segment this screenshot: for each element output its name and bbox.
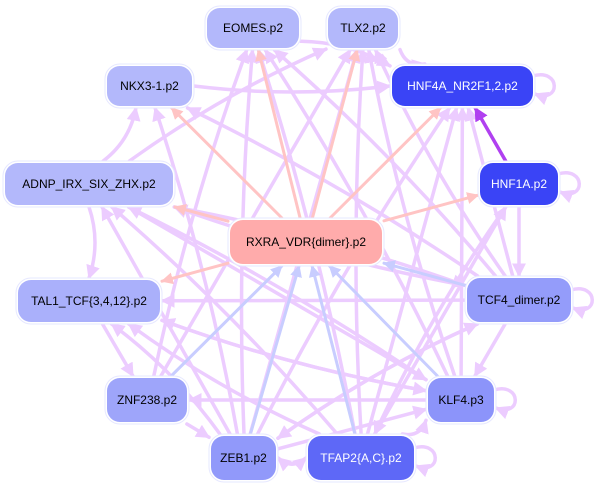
edge-tfap2-to-klf4 [400, 418, 429, 437]
node-rxra[interactable]: RXRA_VDR{dimer}.p2 [227, 217, 385, 267]
edge-tcf4-to-rxra [382, 260, 467, 287]
edge-tcf4-to-zeb1 [276, 322, 479, 440]
edge-zeb1-to-tal1 [109, 322, 222, 436]
edge-znf238-to-zeb1 [185, 422, 211, 440]
edge-hnf1a-to-hnf1a [556, 171, 581, 204]
edge-hnf1a-to-tfap2 [373, 205, 508, 436]
edge-tlx2-to-hnf4a [398, 47, 427, 74]
edge-adnp-to-nkx3 [101, 106, 141, 163]
edge-rxra-to-hnf4a [328, 106, 442, 220]
node-eomes[interactable]: EOMES.p2 [204, 5, 302, 51]
node-label: ZNF238.p2 [117, 393, 177, 407]
edge-tfap2-to-rxra [308, 264, 357, 436]
node-nkx3[interactable]: NKX3-1.p2 [104, 63, 195, 109]
edge-znf238-to-tlx2 [159, 48, 352, 378]
edge-adnp-to-tlx2 [127, 47, 328, 163]
edge-zeb1-to-hnf4a [255, 106, 452, 436]
node-box [5, 163, 173, 205]
node-box [207, 8, 299, 48]
edge-rxra-to-nkx3 [170, 106, 284, 220]
node-znf238[interactable]: ZNF238.p2 [104, 375, 190, 425]
node-box [308, 436, 414, 480]
node-zeb1[interactable]: ZEB1.p2 [208, 433, 279, 483]
node-tcf4[interactable]: TCF4_dimer.p2 [464, 275, 574, 325]
node-label: RXRA_VDR{dimer}.p2 [246, 235, 366, 249]
edge-tcf4-to-tal1 [160, 293, 467, 308]
node-hnf1a[interactable]: HNF1A.p2 [477, 160, 561, 208]
edge-tcf4-to-tcf4 [569, 287, 594, 320]
node-tlx2[interactable]: TLX2.p2 [325, 5, 401, 51]
node-label: TFAP2{A,C}.p2 [320, 451, 402, 465]
edge-adnp-to-klf4 [126, 205, 428, 382]
edge-hnf1a-to-hnf4a [473, 106, 508, 163]
node-klf4[interactable]: KLF4.p3 [425, 375, 497, 425]
node-box [18, 280, 160, 322]
edge-tfap2-to-adnp [110, 205, 339, 436]
edge-znf238-to-rxra [169, 264, 284, 378]
edge-tal1-to-znf238 [100, 322, 135, 378]
node-box [428, 378, 494, 422]
node-label: TAL1_TCF{3,4,12}.p2 [31, 294, 147, 308]
edge-tfap2-to-zeb1 [276, 456, 308, 472]
node-box [467, 278, 571, 322]
edge-tfap2-to-hnf1a [373, 205, 508, 436]
node-box [328, 8, 398, 48]
edge-tal1-to-klf4 [160, 318, 428, 396]
edge-tcf4-to-nkx3 [185, 106, 480, 278]
node-label: NKX3-1.p2 [120, 79, 179, 93]
node-adnp[interactable]: ADNP_IRX_SIX_ZHX.p2 [2, 160, 176, 208]
edge-rxra-to-tal1 [160, 261, 230, 285]
edge-zeb1-to-klf4 [276, 405, 428, 451]
edge-hnf4a-to-hnf4a [531, 73, 556, 106]
node-label: TCF4_dimer.p2 [478, 293, 561, 307]
node-box [211, 436, 276, 480]
node-label: ADNP_IRX_SIX_ZHX.p2 [22, 177, 156, 191]
node-box [107, 66, 192, 106]
node-label: ZEB1.p2 [220, 451, 267, 465]
edge-klf4-to-hnf4a [455, 106, 470, 378]
node-label: EOMES.p2 [223, 21, 283, 35]
edge-zeb1-to-rxra [248, 264, 302, 436]
edge-rxra-to-eomes [255, 48, 302, 220]
edge-adnp-to-tal1 [86, 205, 100, 280]
edge-tfap2-to-tfap2 [412, 445, 437, 478]
node-tal1[interactable]: TAL1_TCF{3,4,12}.p2 [15, 277, 163, 325]
edge-rxra-to-adnp [173, 203, 230, 223]
edge-rxra-to-hnf1a [382, 192, 480, 223]
node-label: KLF4.p3 [438, 393, 484, 407]
node-label: HNF4A_NR2F1,2.p2 [407, 79, 518, 93]
edge-klf4-to-adnp [126, 205, 428, 382]
node-box [480, 163, 558, 205]
edge-tfap2-to-tal1 [127, 322, 322, 436]
node-box [392, 66, 533, 106]
node-box [107, 378, 187, 422]
edge-rxra-to-tlx2 [310, 48, 361, 220]
edge-klf4-to-klf4 [492, 387, 517, 420]
node-box [230, 220, 382, 264]
edge-tcf4-to-klf4 [473, 322, 507, 378]
edge-klf4-to-rxra [328, 264, 439, 378]
node-tfap2[interactable]: TFAP2{A,C}.p2 [305, 433, 417, 483]
node-hnf4a[interactable]: HNF4A_NR2F1,2.p2 [389, 63, 536, 109]
node-label: TLX2.p2 [340, 21, 386, 35]
node-label: HNF1A.p2 [491, 177, 547, 191]
